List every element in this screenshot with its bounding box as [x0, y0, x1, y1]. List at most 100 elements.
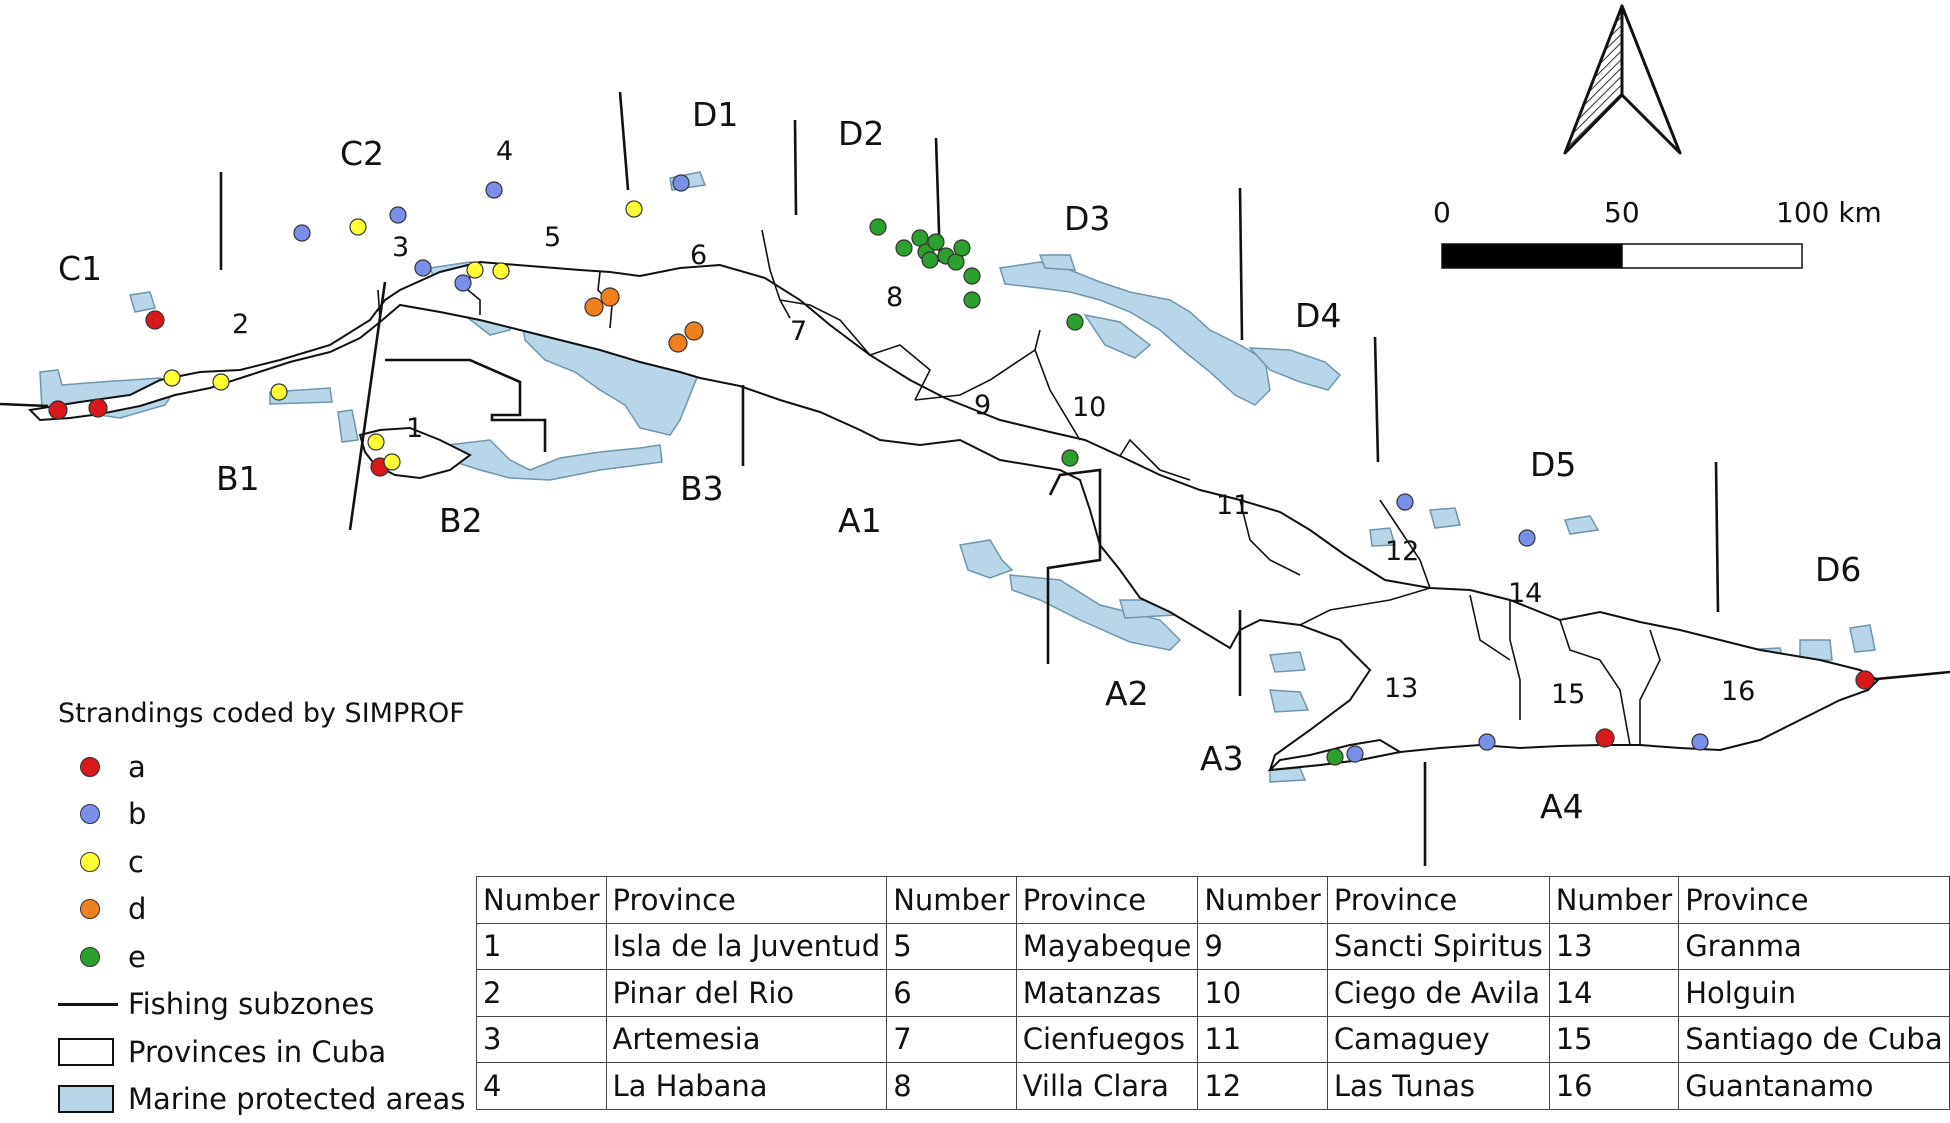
- table-row: 4 La Habana 8 Villa Clara 12 Las Tunas 1…: [477, 1063, 1950, 1110]
- zone-label: A3: [1200, 739, 1244, 778]
- table-row: 2 Pinar del Rio 6 Matanzas 10 Ciego de A…: [477, 970, 1950, 1017]
- table-cell: 15: [1549, 1016, 1679, 1063]
- table-cell: Mayabeque: [1016, 923, 1198, 970]
- table-cell: Cienfuegos: [1016, 1016, 1198, 1063]
- province-number: 5: [544, 222, 561, 253]
- table-header: Number: [1198, 877, 1328, 924]
- stranding-point-b: [1519, 530, 1535, 546]
- table-row: 1 Isla de la Juventud 5 Mayabeque 9 Sanc…: [477, 923, 1950, 970]
- legend-item-b: b: [58, 791, 478, 839]
- legend-label: c: [128, 845, 144, 879]
- line-icon: [58, 1003, 118, 1006]
- province-number: 2: [232, 309, 249, 340]
- table-cell: 5: [887, 923, 1017, 970]
- orange-dot-icon: [80, 899, 100, 919]
- table-cell: 3: [477, 1016, 607, 1063]
- stranding-point-e: [870, 219, 886, 235]
- table-row: 3 Artemesia 7 Cienfuegos 11 Camaguey 15 …: [477, 1016, 1950, 1063]
- table-header: Province: [1327, 877, 1549, 924]
- stranding-point-c: [368, 434, 384, 450]
- table-cell: Granma: [1679, 923, 1949, 970]
- scale-label-50: 50: [1604, 196, 1640, 229]
- province-number: 15: [1551, 679, 1585, 710]
- zone-label: D3: [1064, 199, 1110, 238]
- scale-label-0: 0: [1433, 196, 1451, 229]
- province-number: 16: [1721, 676, 1755, 707]
- stranding-point-a: [89, 399, 107, 417]
- table-cell: 14: [1549, 970, 1679, 1017]
- table-header: Number: [477, 877, 607, 924]
- stranding-point-c: [350, 219, 366, 235]
- stranding-point-e: [964, 268, 980, 284]
- table-header: Province: [606, 877, 887, 924]
- stranding-point-e: [1067, 314, 1083, 330]
- stranding-point-d: [585, 298, 603, 316]
- province-number: 8: [886, 282, 903, 313]
- province-number: 9: [974, 390, 991, 421]
- zone-label: B3: [680, 469, 724, 508]
- stranding-point-b: [1397, 494, 1413, 510]
- stranding-point-e: [1062, 450, 1078, 466]
- stranding-point-b: [486, 182, 502, 198]
- legend-label: a: [128, 750, 146, 784]
- province-number: 3: [392, 232, 409, 263]
- legend-label: e: [128, 940, 146, 974]
- scale-label-100: 100 km: [1776, 196, 1882, 229]
- table-cell: 6: [887, 970, 1017, 1017]
- table-cell: Guantanamo: [1679, 1063, 1949, 1110]
- zone-label: D6: [1815, 550, 1861, 589]
- stranding-point-b: [455, 275, 471, 291]
- scale-bar: 0 50 100 km: [1433, 196, 1882, 268]
- legend-label: Marine protected areas: [128, 1082, 465, 1116]
- province-number: 1: [406, 413, 423, 444]
- table-cell: 12: [1198, 1063, 1328, 1110]
- north-arrow-icon: [1565, 6, 1680, 153]
- stranding-point-b: [1479, 734, 1495, 750]
- province-number: 7: [790, 316, 807, 347]
- stranding-point-c: [493, 263, 509, 279]
- table-cell: Camaguey: [1327, 1016, 1549, 1063]
- zone-label: A1: [838, 501, 882, 540]
- table-cell: 16: [1549, 1063, 1679, 1110]
- green-dot-icon: [80, 947, 100, 967]
- legend-title: Strandings coded by SIMPROF: [58, 698, 478, 729]
- table-cell: 1: [477, 923, 607, 970]
- legend-item-provinces: Provinces in Cuba: [58, 1028, 478, 1076]
- table-cell: La Habana: [606, 1063, 887, 1110]
- zone-label: C1: [58, 249, 102, 288]
- table-cell: Santiago de Cuba: [1679, 1016, 1949, 1063]
- table-cell: Villa Clara: [1016, 1063, 1198, 1110]
- zone-label: D2: [838, 114, 884, 153]
- stranding-point-b: [294, 225, 310, 241]
- stranding-point-e: [922, 252, 938, 268]
- stranding-point-d: [685, 322, 703, 340]
- province-number: 14: [1508, 578, 1542, 609]
- stranding-point-b: [673, 175, 689, 191]
- stranding-point-c: [467, 262, 483, 278]
- table-cell: Sancti Spiritus: [1327, 923, 1549, 970]
- table-header: Province: [1679, 877, 1949, 924]
- legend-label: Provinces in Cuba: [128, 1035, 386, 1069]
- stranding-point-a: [1856, 671, 1874, 689]
- province-table: Number Province Number Province Number P…: [476, 876, 1950, 1110]
- yellow-dot-icon: [80, 852, 100, 872]
- zone-label: A4: [1540, 787, 1584, 826]
- legend-label: b: [128, 797, 146, 831]
- stranding-point-c: [213, 374, 229, 390]
- stranding-point-e: [964, 292, 980, 308]
- province-number-4: 4: [496, 136, 513, 167]
- stranding-point-d: [601, 288, 619, 306]
- stranding-point-b: [390, 207, 406, 223]
- table-header-row: Number Province Number Province Number P…: [477, 877, 1950, 924]
- table-cell: 7: [887, 1016, 1017, 1063]
- legend-item-c: c: [58, 838, 478, 886]
- zone-label: B2: [439, 501, 483, 540]
- cuba-provinces: [30, 262, 1878, 770]
- province-number: 11: [1216, 490, 1250, 521]
- stranding-point-b: [1692, 734, 1708, 750]
- table-cell: Matanzas: [1016, 970, 1198, 1017]
- province-number: 13: [1384, 673, 1418, 704]
- table-cell: Artemesia: [606, 1016, 887, 1063]
- zone-label: C2: [340, 134, 384, 173]
- table-header: Number: [887, 877, 1017, 924]
